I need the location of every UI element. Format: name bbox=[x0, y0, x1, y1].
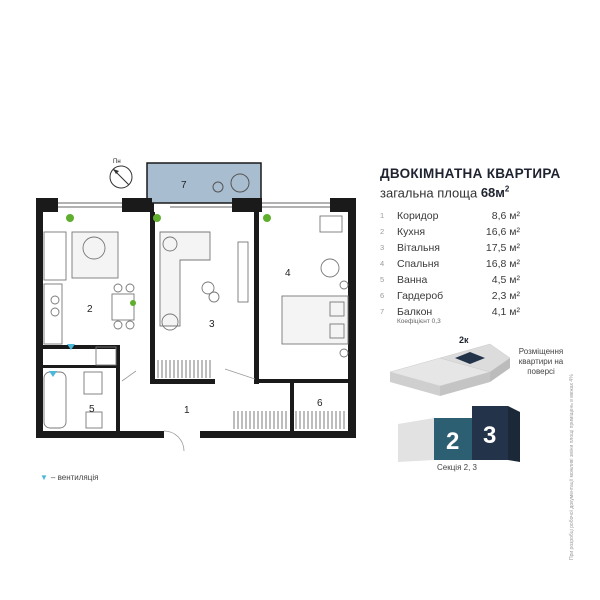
living-furniture bbox=[159, 231, 249, 331]
floor-placement-iso bbox=[389, 343, 511, 396]
windows bbox=[58, 202, 330, 208]
apartment-title: ДВОКІМНАТНА КВАРТИРА bbox=[380, 166, 561, 181]
placement-caption: Розміщення квартири на поверсі bbox=[518, 347, 564, 376]
compass-label: Пн bbox=[113, 159, 121, 165]
ventilation-triangle-icon: ▼ bbox=[40, 473, 48, 482]
section-3-block bbox=[472, 406, 508, 460]
section-number-2: 2 bbox=[446, 428, 459, 455]
iso-apartment-label: 2к bbox=[459, 335, 469, 345]
sections-caption: Секція 2, 3 bbox=[437, 463, 477, 472]
plan-label-1: 1 bbox=[184, 405, 190, 416]
bedroom-furniture bbox=[281, 215, 349, 358]
section-number-3: 3 bbox=[483, 422, 496, 449]
total-area-value: 68м2 bbox=[480, 185, 510, 201]
section-2-block bbox=[434, 418, 472, 460]
balcony-chair bbox=[212, 181, 224, 193]
ventilation-triangle-icon bbox=[49, 344, 75, 377]
kitchen-furniture bbox=[43, 231, 135, 366]
doors bbox=[121, 368, 256, 452]
plan-label-2: 2 bbox=[87, 304, 93, 315]
disclaimer-note: При розробці робочої документації можлив… bbox=[569, 374, 575, 560]
balcony-coefficient-note: Коефіцієнт 0,3 bbox=[397, 318, 441, 325]
plan-label-4: 4 bbox=[285, 268, 291, 279]
plan-label-6: 6 bbox=[317, 398, 323, 409]
compass-icon: Пн bbox=[109, 159, 133, 189]
plan-label-5: 5 bbox=[89, 404, 95, 415]
plant-icon bbox=[66, 214, 271, 306]
total-area-prefix: загальна площа bbox=[380, 185, 478, 201]
ventilation-legend-text: – вентиляція bbox=[50, 473, 99, 482]
sections-diagram: 2 3 bbox=[398, 406, 520, 462]
plan-label-7: 7 bbox=[181, 180, 187, 191]
walls bbox=[36, 198, 356, 438]
plan-label-3: 3 bbox=[209, 319, 215, 330]
total-area: загальна площа 68м2 bbox=[380, 185, 509, 200]
ventilation-legend: ▼– вентиляція bbox=[40, 473, 98, 482]
radiators bbox=[157, 360, 345, 429]
balcony-table bbox=[230, 173, 250, 193]
balcony-area bbox=[146, 162, 262, 204]
